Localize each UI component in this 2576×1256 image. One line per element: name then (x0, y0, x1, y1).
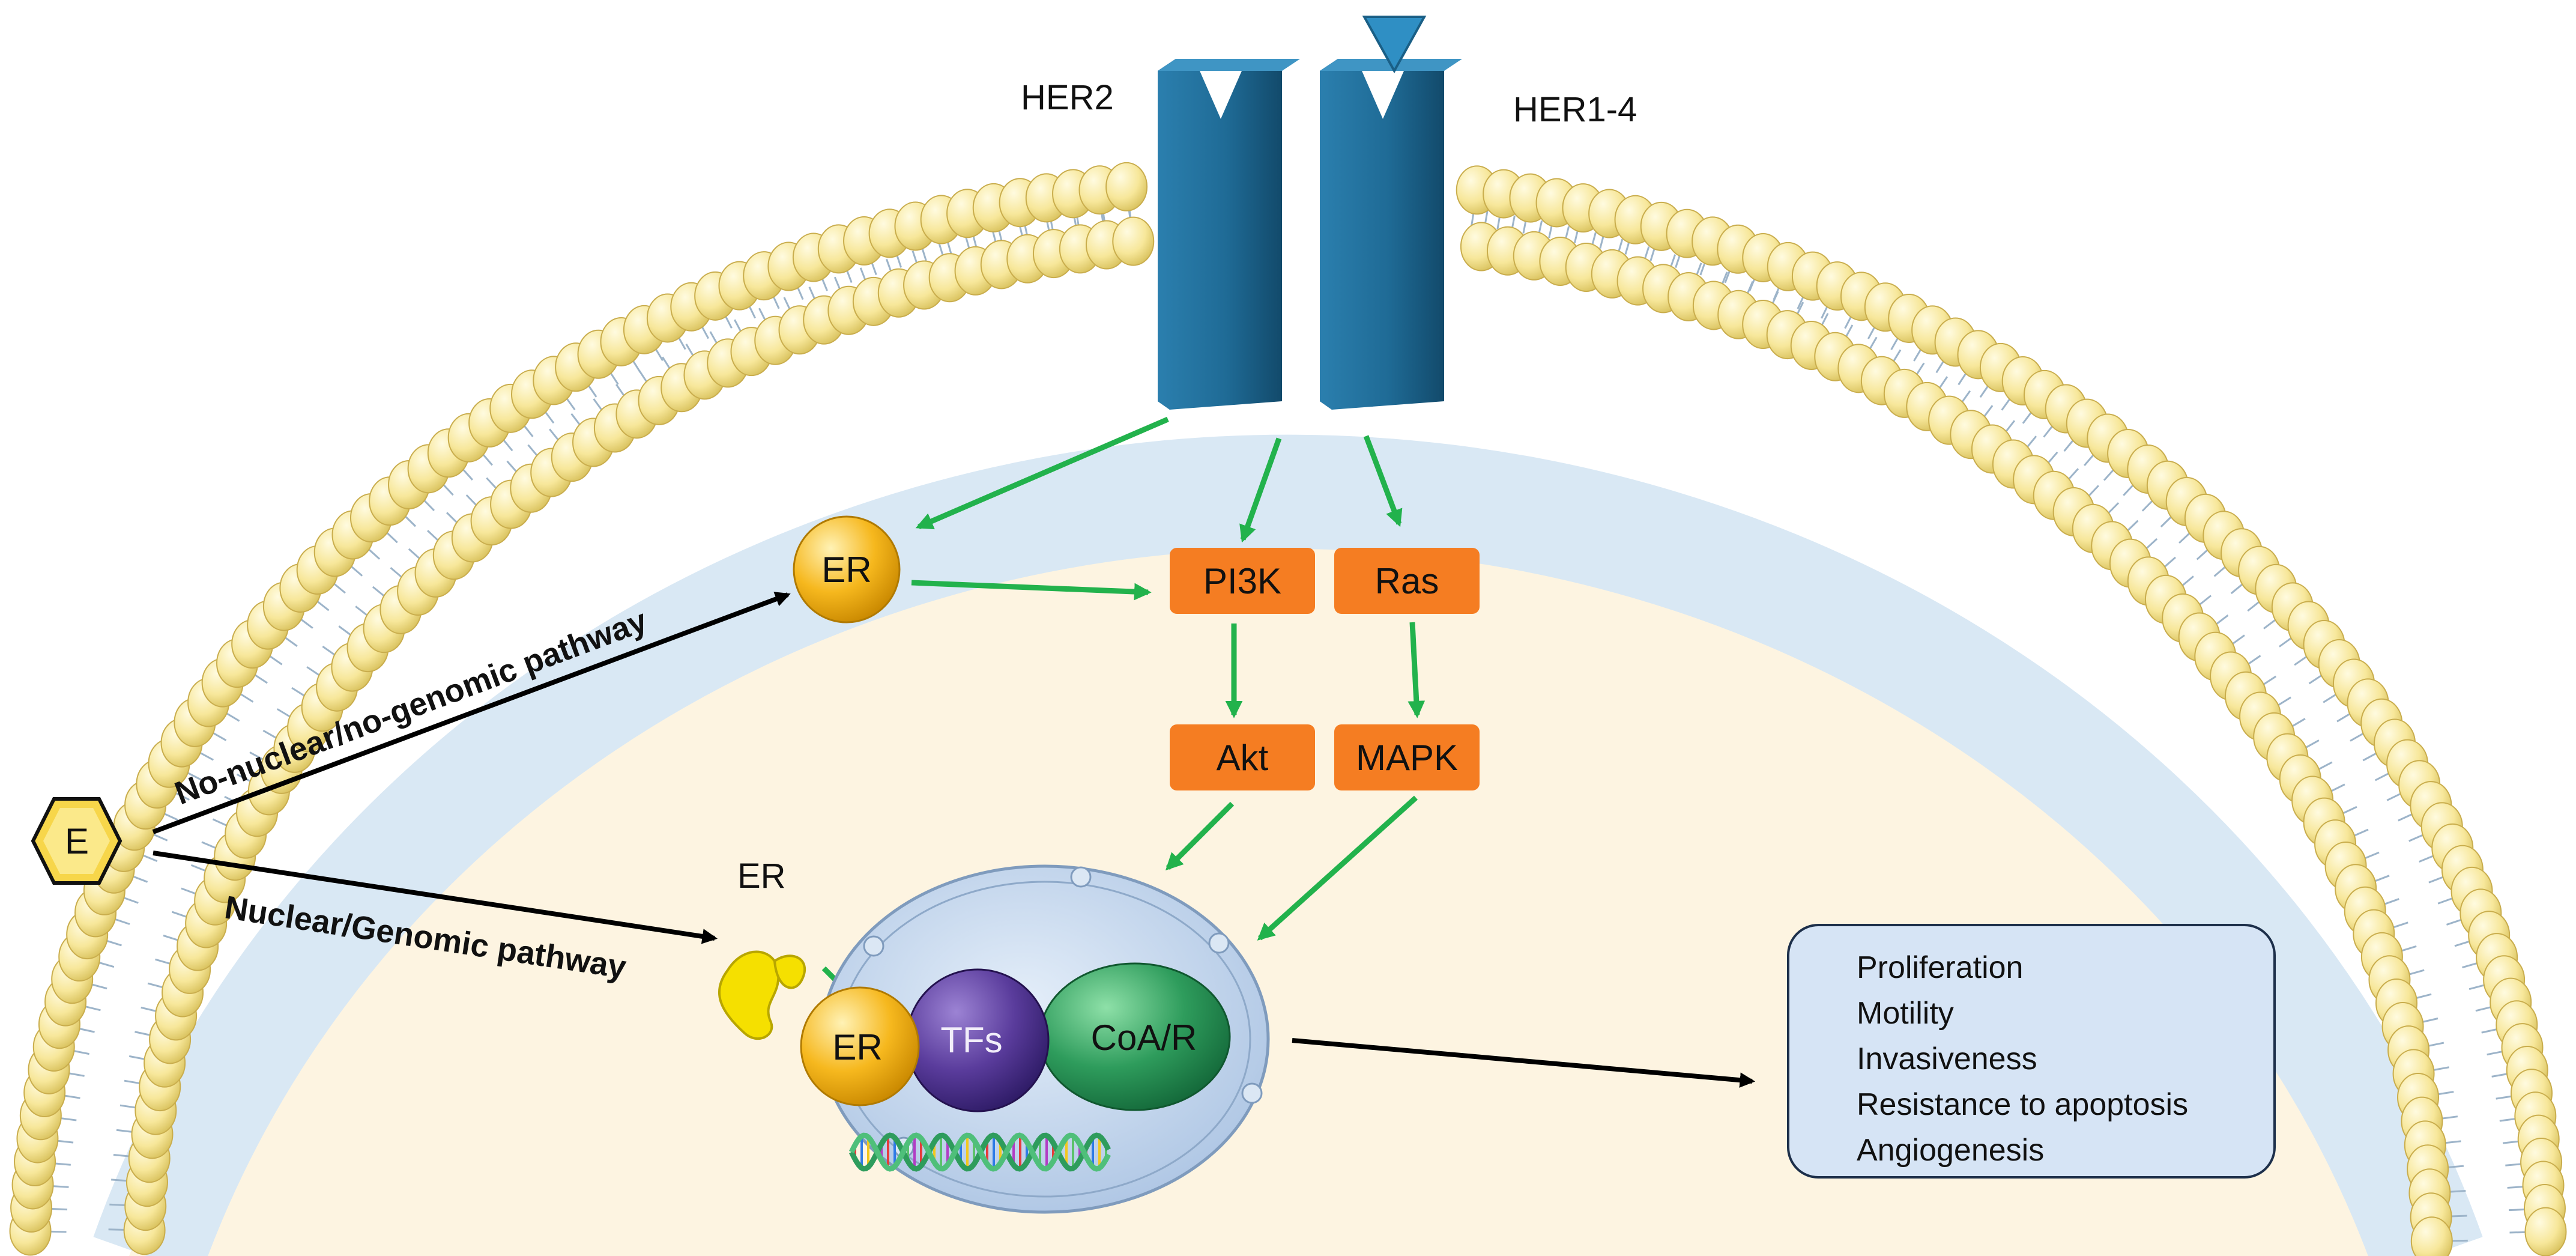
lipid-head (1105, 162, 1148, 211)
arrow-ras-to-mapk (1407, 622, 1426, 718)
er-receptor-label: ER (737, 857, 786, 896)
cell (9, 162, 2567, 1256)
outcome-item: Resistance to apoptosis (1857, 1087, 2188, 1122)
coactivator-corepressor: CoA/R (1039, 962, 1231, 1111)
estrogen-molecule: E (31, 797, 122, 885)
dna-strand (848, 1132, 1111, 1172)
nuclear-er: ER (800, 986, 920, 1106)
pi3k-box: PI3K (1170, 548, 1315, 614)
akt-label: Akt (1217, 738, 1269, 778)
pathway-arrows (152, 592, 1756, 1088)
dna-helix (848, 1132, 1111, 1172)
lipid-head (1112, 216, 1155, 266)
arrow-er-to-pi3k (911, 580, 1152, 601)
outcome-item: Invasiveness (1857, 1042, 2037, 1076)
tfs-label: TFs (940, 1020, 1002, 1060)
coar-label: CoA/R (1091, 1018, 1197, 1058)
ras-label: Ras (1375, 561, 1439, 601)
outcome-item: Angiogenesis (1857, 1133, 2044, 1168)
lipid-head (2524, 1207, 2567, 1256)
her1-4-label: HER1-4 (1513, 90, 1637, 129)
arrow-non-genomic (152, 592, 791, 834)
her2-receptor (1158, 59, 1300, 410)
mapk-box: MAPK (1334, 724, 1480, 790)
nuclear-pores (863, 866, 1263, 1158)
arrow-her2-to-er (915, 416, 1169, 530)
signaling-arrows (821, 416, 1426, 1011)
membrane-er-receptor (718, 950, 806, 1040)
outcomes-box: ProliferationMotilityInvasivenessResista… (1787, 924, 2276, 1179)
her1-4-receptor (1320, 59, 1462, 410)
arrow-nucleus-to-outcomes (1292, 1038, 1756, 1088)
her2-label: HER2 (1021, 78, 1114, 117)
cytoplasmic-er: ER (793, 515, 901, 623)
ligand (1362, 16, 1427, 74)
arrow-akt-to-nucleus (1165, 801, 1235, 871)
outcome-item: Motility (1857, 996, 1954, 1031)
arrow-mapk-to-nucleus (1257, 795, 1418, 941)
arrow-receptor-to-ras (1363, 435, 1403, 527)
outcomes-list: ProliferationMotilityInvasivenessResista… (1857, 950, 2188, 1168)
ras-box: Ras (1334, 548, 1480, 614)
transcription-factors: TFs (906, 968, 1050, 1112)
akt-box: Akt (1170, 724, 1315, 790)
er-label: ER (821, 550, 871, 590)
pi3k-label: PI3K (1203, 561, 1281, 601)
arrow-genomic (153, 851, 718, 944)
mapk-label: MAPK (1356, 738, 1458, 778)
membrane-band (93, 434, 2483, 1256)
lipid-head (2410, 1216, 2453, 1256)
outcome-item: Proliferation (1857, 950, 2023, 985)
estrogen-label: E (65, 821, 89, 861)
nuclear-er-label: ER (832, 1027, 882, 1067)
arrow-receptor-to-pi3k (1239, 437, 1282, 543)
